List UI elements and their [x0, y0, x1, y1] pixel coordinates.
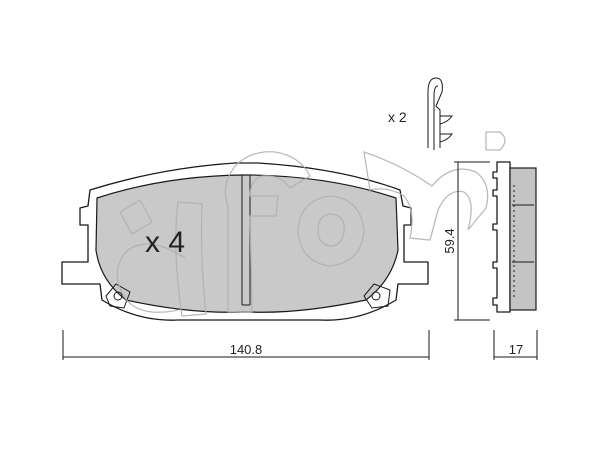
clip-quantity-label: x 2 — [388, 109, 407, 125]
pad-quantity-label: x 4 — [145, 226, 185, 259]
side-view-pad — [492, 161, 537, 313]
width-dimension-line — [62, 330, 430, 360]
thickness-dimension-line — [493, 330, 538, 360]
backing-plate-outline — [61, 162, 429, 321]
friction-pad — [95, 174, 399, 313]
side-view-friction-material — [509, 167, 537, 311]
thickness-dimension-label: 17 — [509, 342, 523, 357]
height-dimension-line — [454, 161, 490, 321]
width-dimension-label: 140.8 — [230, 342, 263, 357]
height-dimension-label: 59.4 — [442, 228, 457, 253]
cifam-logo-watermark — [116, 131, 506, 317]
spring-clip-icon — [427, 77, 453, 150]
right-wear-indicator — [363, 283, 391, 309]
